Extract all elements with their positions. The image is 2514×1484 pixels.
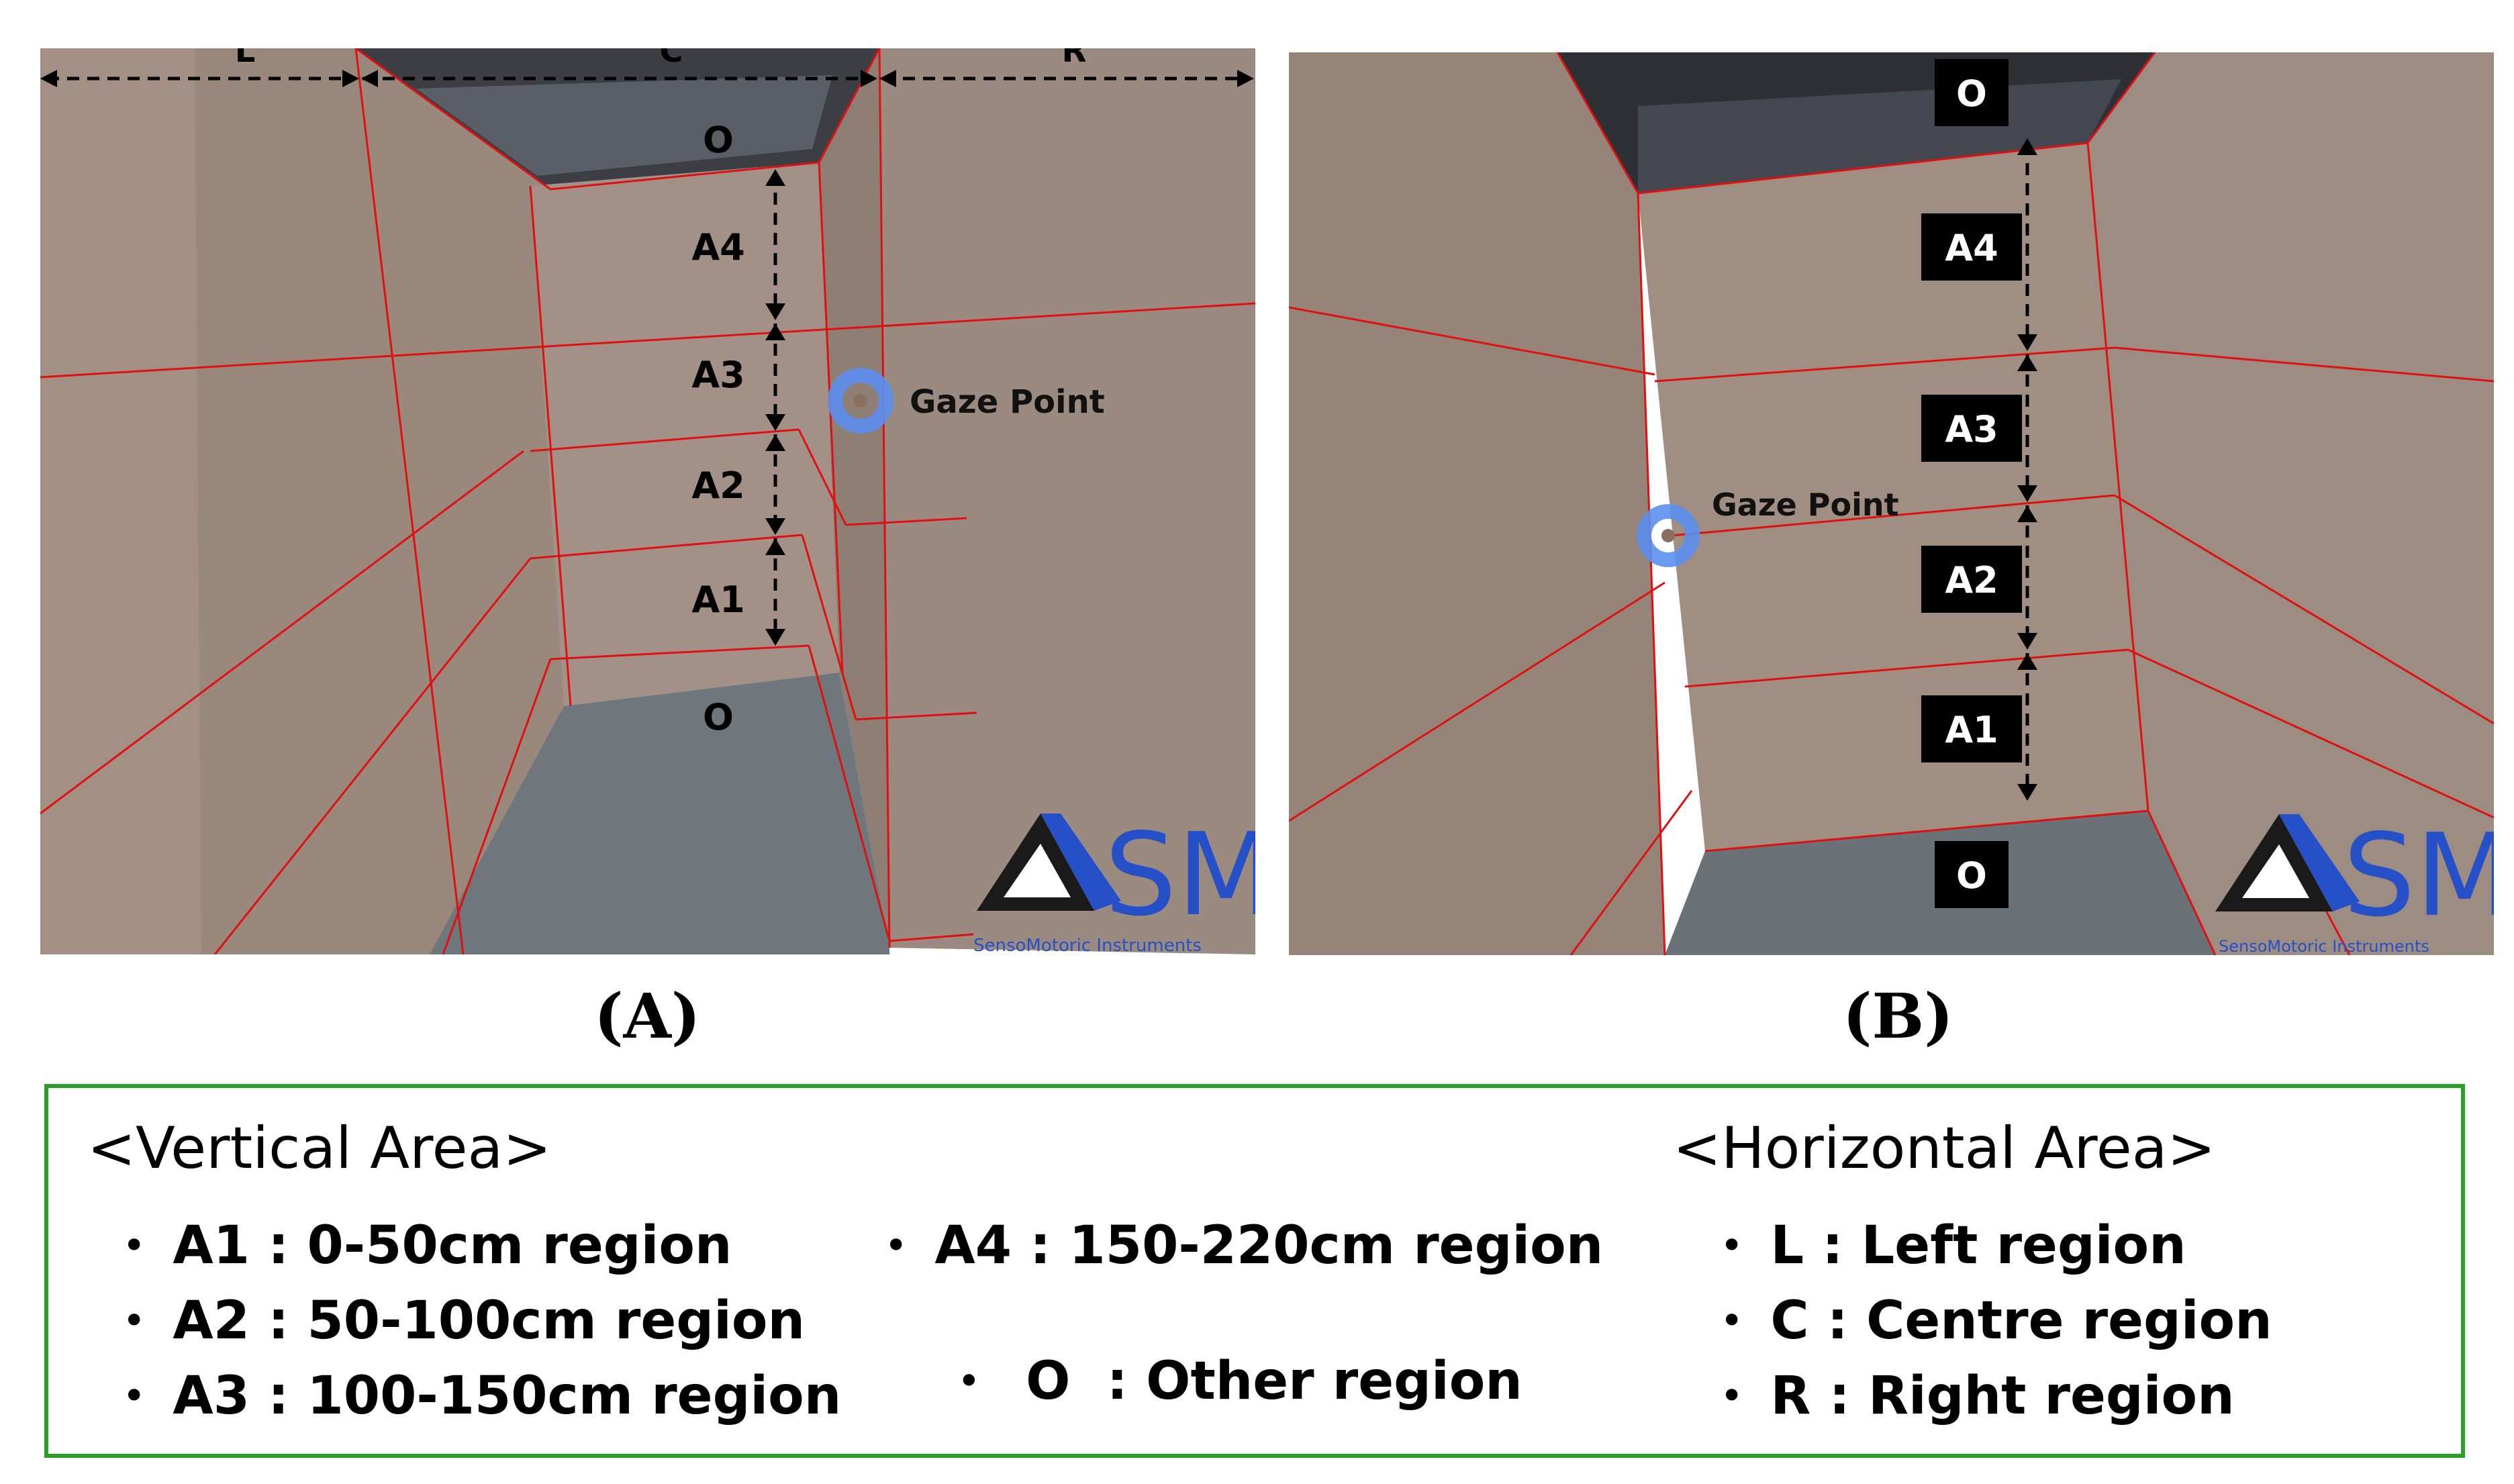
gaze-point-marker: [1637, 504, 1700, 567]
back-wall: [1638, 143, 2148, 851]
legend-item-a1: •A1 : 0-50cm region: [122, 1216, 732, 1276]
legend-item-c: •C : Centre region: [1720, 1291, 2272, 1351]
legend-item-a2: •A2 : 50-100cm region: [122, 1291, 805, 1351]
vertical-area-heading: <Vertical Area>: [87, 1115, 552, 1182]
zone-label-bottom-o: O: [1956, 854, 1987, 897]
back-wall: [530, 162, 839, 706]
bullet: •: [122, 1222, 146, 1269]
zone-label-top-o: O: [703, 119, 734, 161]
region-grid-lines: [1289, 52, 2494, 955]
left-wall: [1289, 52, 1665, 955]
smi-logo: SMI SensoMotoric Instruments: [2215, 809, 2494, 955]
panel-b-photo: O A4 A3 A2 A1 O Gaze Point SMI SensoMoto…: [1289, 52, 2494, 955]
label-left: L: [235, 48, 256, 70]
zone-label-a4: A4: [691, 226, 744, 268]
smi-logo-text: SMI: [2343, 809, 2494, 942]
gaze-point-marker: [828, 368, 893, 434]
zone-label-a4: A4: [1945, 227, 1998, 269]
label-centre: C: [659, 48, 683, 70]
legend-item-a3: •A3 : 100-150cm region: [122, 1366, 842, 1426]
legend-item-r: •R : Right region: [1720, 1366, 2235, 1426]
zone-label-top-o: O: [1956, 72, 1987, 115]
smi-logo-subtext: SensoMotoric Instruments: [2219, 937, 2429, 955]
legend-box: <Vertical Area> <Horizontal Area> •A1 : …: [44, 1084, 2465, 1458]
smi-logo: SMI SensoMotoric Instruments: [973, 809, 1255, 954]
smi-logo-subtext: SensoMotoric Instruments: [973, 936, 1202, 954]
legend-item-o: • O : Other region: [957, 1351, 1522, 1412]
bullet: •: [1720, 1373, 1744, 1420]
region-grid-lines: [40, 48, 1255, 954]
panel-b-caption: (B): [1843, 980, 1953, 1052]
bullet: •: [1720, 1297, 1744, 1344]
zone-label-a1: A1: [691, 579, 744, 621]
bullet: •: [957, 1358, 981, 1405]
zone-label-bottom-o: O: [703, 696, 734, 738]
panel-a-photo: L C R O A4 A3 A2 A1 O Gaze Point: [40, 48, 1255, 954]
panel-b-scene: O A4 A3 A2 A1 O Gaze Point SMI SensoMoto…: [1289, 52, 2494, 955]
bullet: •: [122, 1373, 146, 1420]
zone-label-a2: A2: [1945, 559, 1998, 601]
panel-a-caption: (A): [594, 980, 701, 1052]
horizontal-area-heading: <Horizontal Area>: [1673, 1115, 2216, 1182]
right-wall: [879, 48, 1255, 954]
bullet: •: [1720, 1222, 1744, 1269]
bullet: •: [122, 1297, 146, 1344]
bullet: •: [884, 1222, 908, 1269]
zone-label-a3: A3: [1945, 408, 1998, 450]
zone-label-a1: A1: [1945, 709, 1998, 751]
right-wall: [2088, 52, 2494, 955]
gaze-point-label: Gaze Point: [910, 383, 1105, 421]
floor: [430, 673, 889, 954]
zone-label-a3: A3: [691, 354, 744, 396]
legend-item-a4: •A4 : 150-220cm region: [884, 1216, 1604, 1276]
gaze-point-label: Gaze Point: [1712, 487, 1899, 523]
legend-item-l: •L : Left region: [1720, 1216, 2186, 1276]
zone-label-a2: A2: [691, 464, 744, 507]
label-right: R: [1062, 48, 1087, 70]
panel-a-scene: L C R O A4 A3 A2 A1 O Gaze Point: [40, 48, 1255, 954]
smi-logo-text: SMI: [1104, 809, 1255, 942]
